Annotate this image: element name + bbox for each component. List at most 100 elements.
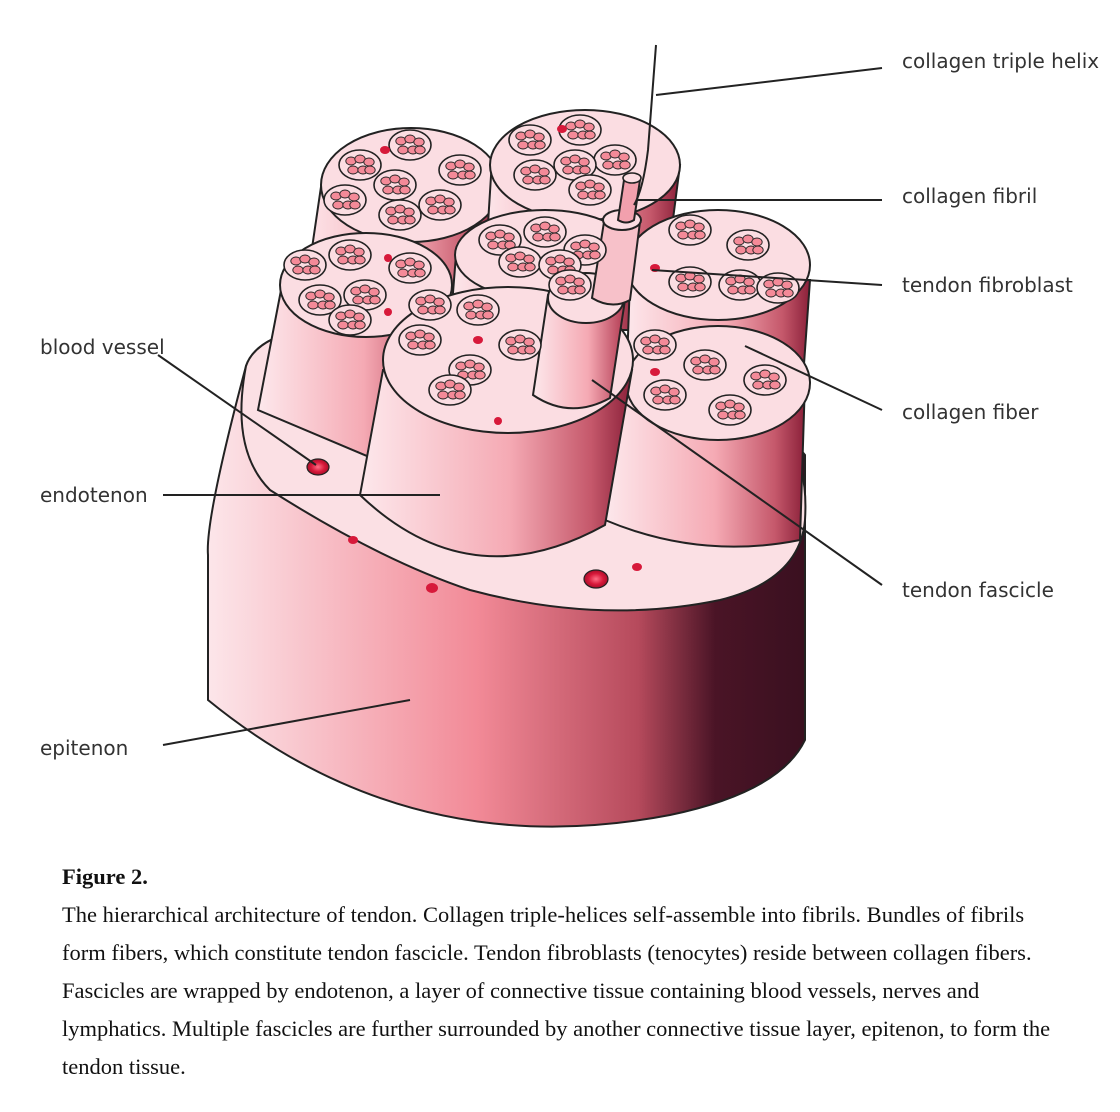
- fibril-cross-section: [397, 145, 409, 155]
- fiber-bundle: [418, 189, 462, 221]
- fibril-cross-section: [354, 320, 366, 330]
- fibril-cross-section: [324, 300, 336, 310]
- fibril-cross-section: [443, 197, 455, 207]
- fibril-cross-section: [364, 165, 376, 175]
- fiber-bundle: [378, 199, 422, 231]
- fibril-cross-section: [677, 230, 689, 240]
- fiber-bundle: [548, 269, 592, 301]
- fibril-cross-section: [399, 185, 411, 195]
- fiber-bundle: [373, 169, 417, 201]
- fiber-bundle: [593, 144, 637, 176]
- fiber-bundle: [498, 329, 542, 361]
- fibril-cross-section: [743, 277, 755, 287]
- fiber-bundle: [388, 252, 432, 284]
- fibril-cross-section: [523, 254, 535, 264]
- fibril-cross-section: [652, 395, 664, 405]
- fibril-cross-section: [594, 190, 606, 200]
- fiber-bundle: [338, 149, 382, 181]
- label-epitenon: epitenon: [40, 736, 128, 760]
- fibril-cross-section: [413, 137, 425, 147]
- fibril-cross-section: [522, 175, 534, 185]
- fibril-cross-section: [693, 274, 705, 284]
- fibril-cross-section: [337, 320, 349, 330]
- label-blood-vessel: blood vessel: [40, 335, 165, 359]
- fibril-cross-section: [619, 160, 631, 170]
- fibril-cross-section: [744, 285, 756, 295]
- fibril-cross-section: [765, 288, 777, 298]
- fiber-bundle: [328, 239, 372, 271]
- figure-caption: Figure 2. The hierarchical architecture …: [62, 858, 1072, 1086]
- fibril-cross-section: [427, 205, 439, 215]
- fibril-cross-section: [414, 268, 426, 278]
- fiber-bundle: [388, 129, 432, 161]
- fibril-cross-section: [332, 200, 344, 210]
- fibril-cross-section: [584, 130, 596, 140]
- label-collagen-triple-helix: collagen triple helix: [902, 49, 1099, 73]
- fibril-cross-section: [618, 152, 630, 162]
- fibril-cross-section: [433, 297, 445, 307]
- fiber-bundles: [283, 114, 800, 426]
- fibril-cross-section: [573, 277, 585, 287]
- fibril-cross-section: [368, 287, 380, 297]
- fibril-cross-section: [308, 257, 320, 267]
- fibril-cross-section: [588, 242, 600, 252]
- fiber-bundle: [513, 159, 557, 191]
- fibril-cross-section: [437, 390, 449, 400]
- fibril-cross-section: [403, 207, 415, 217]
- fibril-cross-section: [752, 245, 764, 255]
- fibril-cross-section: [589, 250, 601, 260]
- fibril-cross-section: [309, 265, 321, 275]
- fibril-cross-section: [352, 295, 364, 305]
- collagen-triple-helix: [633, 44, 657, 206]
- label-collagen-fiber: collagen fiber: [902, 400, 1039, 424]
- fibril-cross-section: [751, 237, 763, 247]
- caption-text: The hierarchical architecture of tendon.…: [62, 902, 1051, 1079]
- blood-vessels: [306, 125, 660, 593]
- fibril-cross-section: [517, 140, 529, 150]
- fibril-cross-section: [465, 310, 477, 320]
- fibril-cross-section: [417, 305, 429, 315]
- label-endotenon: endotenon: [40, 483, 148, 507]
- fiber-bundle: [743, 364, 787, 396]
- fibril-cross-section: [668, 387, 680, 397]
- fiber-bundle: [568, 174, 612, 206]
- fibril-cross-section: [583, 122, 595, 132]
- fiber-bundle: [328, 304, 372, 336]
- fibril-cross-section: [533, 132, 545, 142]
- fibril-cross-section: [353, 247, 365, 257]
- fiber-bundle: [323, 184, 367, 216]
- fibril-cross-section: [752, 380, 764, 390]
- fiber-bundle: [508, 124, 552, 156]
- fibril-cross-section: [769, 380, 781, 390]
- fibril-cross-section: [782, 288, 794, 298]
- fiber-bundle: [456, 294, 500, 326]
- fibril-cross-section: [524, 345, 536, 355]
- fibril-cross-section: [602, 160, 614, 170]
- fibril-cross-section: [473, 362, 485, 372]
- fibril-cross-section: [363, 157, 375, 167]
- caption-title: Figure 2.: [62, 864, 148, 889]
- fibril-cross-section: [735, 245, 747, 255]
- fibril-cross-section: [534, 140, 546, 150]
- fibril-cross-section: [444, 205, 456, 215]
- fiber-bundle: [498, 246, 542, 278]
- fibril-cross-section: [709, 365, 721, 375]
- fibril-cross-section: [463, 162, 475, 172]
- fibril-cross-section: [348, 192, 360, 202]
- fibril-cross-section: [487, 240, 499, 250]
- fibril-cross-section: [423, 332, 435, 342]
- fibril-cross-section: [708, 357, 720, 367]
- fiber-bundle: [668, 214, 712, 246]
- fibril-cross-section: [413, 260, 425, 270]
- fibril-cross-section: [347, 165, 359, 175]
- fibril-cross-section: [562, 165, 574, 175]
- fiber-bundle: [438, 154, 482, 186]
- fibril-cross-section: [538, 167, 550, 177]
- label-collagen-fibril: collagen fibril: [902, 184, 1037, 208]
- label-tendon-fascicle: tendon fascicle: [902, 578, 1054, 602]
- fibril-cross-section: [734, 410, 746, 420]
- fiber-bundle: [408, 289, 452, 321]
- fibril-cross-section: [307, 300, 319, 310]
- fiber-bundle: [643, 379, 687, 411]
- fibril-cross-section: [434, 305, 446, 315]
